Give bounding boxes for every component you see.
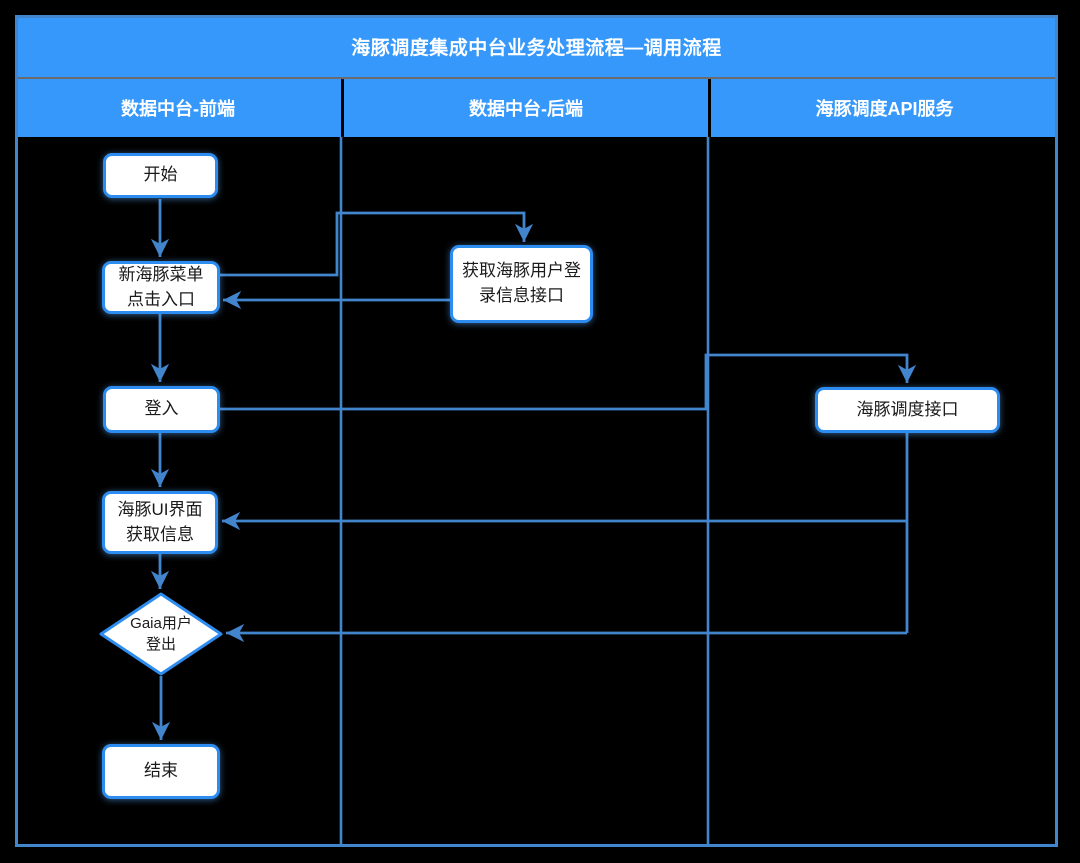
lane-header-frontend: 数据中台-前端 xyxy=(15,79,341,137)
node-start-label: 开始 xyxy=(143,165,178,185)
node-scheduler-api-label: 海豚调度接口 xyxy=(856,399,959,419)
diagram-title: 海豚调度集成中台业务处理流程—调用流程 xyxy=(351,37,722,59)
decision-diamond-shape xyxy=(99,592,223,676)
diagram-frame: 海豚调度集成中台业务处理流程—调用流程 数据中台-前端 数据中台-后端 海豚调度… xyxy=(15,15,1058,847)
node-menu-entry: 新海豚菜单 点击入口 xyxy=(102,261,220,314)
lane-header-backend-label: 数据中台-后端 xyxy=(469,99,583,119)
title-header-divider xyxy=(15,77,1058,79)
node-ui-fetch-info-label-line2: 获取信息 xyxy=(126,524,194,544)
lane-header-row: 数据中台-前端 数据中台-后端 海豚调度API服务 xyxy=(15,79,1058,137)
connector-login-to-scheduler-api xyxy=(220,353,917,411)
connector-menu-to-backend-api xyxy=(220,211,534,277)
node-logout-decision-label-line1: Gaia用户 xyxy=(130,615,192,632)
node-logout-decision: Gaia用户 登出 xyxy=(99,592,223,676)
node-login: 登入 xyxy=(103,386,220,433)
diagram-border xyxy=(15,15,1058,847)
node-get-user-login-api-label-line2: 录信息接口 xyxy=(479,286,564,305)
lane-header-api-service-label: 海豚调度API服务 xyxy=(815,99,954,119)
node-get-user-login-api-label-line1: 获取海豚用户登 xyxy=(462,261,581,281)
node-end: 结束 xyxy=(102,744,220,799)
node-ui-fetch-info: 海豚UI界面 获取信息 xyxy=(102,491,218,554)
node-get-user-login-api: 获取海豚用户登 录信息接口 xyxy=(450,245,593,323)
node-ui-fetch-info-label-line1: 海豚UI界面 xyxy=(117,499,203,519)
node-scheduler-api: 海豚调度接口 xyxy=(815,387,1000,433)
node-menu-entry-label-line2: 点击入口 xyxy=(127,289,195,309)
connector-layer xyxy=(15,15,1058,847)
node-menu-entry-label-line1: 新海豚菜单 xyxy=(118,264,204,284)
node-start: 开始 xyxy=(103,153,218,198)
node-login-label: 登入 xyxy=(144,399,179,419)
lane-header-frontend-label: 数据中台-前端 xyxy=(121,99,235,119)
lane-header-backend: 数据中台-后端 xyxy=(341,79,708,137)
lane-header-api-service: 海豚调度API服务 xyxy=(708,79,1058,137)
node-end-label: 结束 xyxy=(144,761,178,781)
diagram-title-bar: 海豚调度集成中台业务处理流程—调用流程 xyxy=(15,15,1058,77)
node-logout-decision-label-line2: 登出 xyxy=(145,636,176,653)
